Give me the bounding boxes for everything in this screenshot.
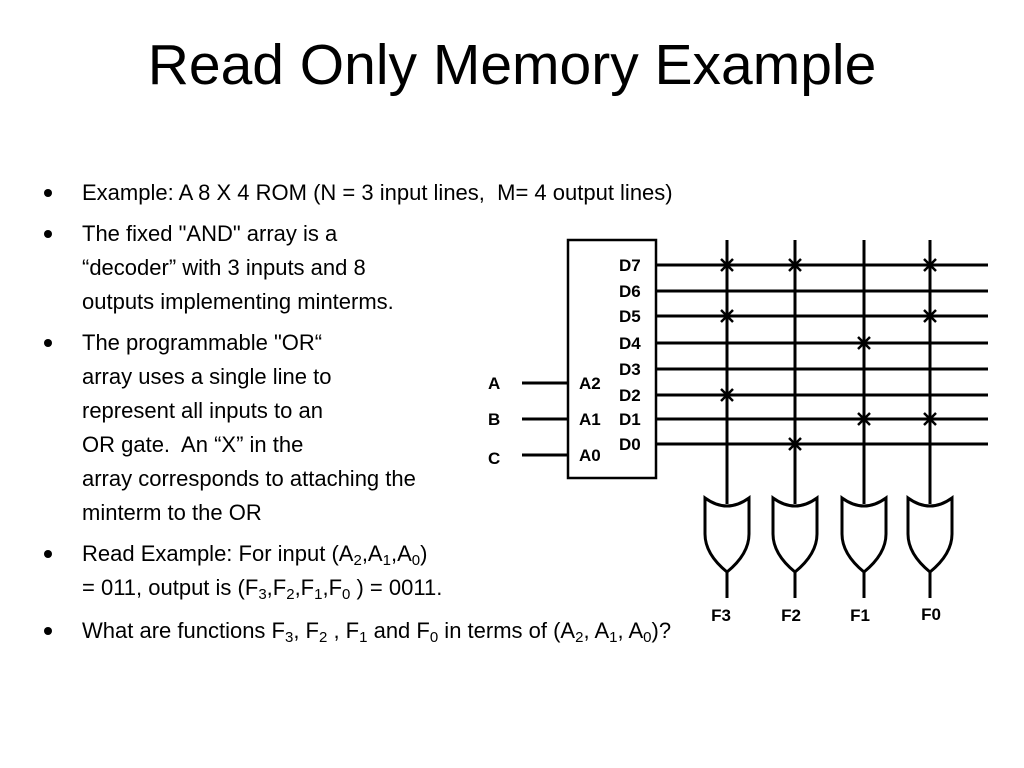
bullet-dot [44, 339, 52, 347]
bullet-3-line-3: represent all inputs to an [82, 398, 323, 423]
decoder-label-d7: D7 [619, 256, 641, 275]
bullet-dot [44, 230, 52, 238]
x-mark-d7-f2 [788, 258, 802, 272]
bullet-3-line-2: array uses a single line to [82, 364, 332, 389]
bullet-dot [44, 189, 52, 197]
decoder-label-d0: D0 [619, 435, 641, 454]
decoder-label-d4: D4 [619, 334, 641, 353]
bullet-dot [44, 550, 52, 558]
address-label-a2: A2 [579, 374, 601, 393]
wires [522, 238, 988, 504]
bullet-dot [44, 627, 52, 635]
output-label-f3: F3 [711, 606, 731, 625]
bullet-4-line-2: = 011, output is (F3,F2,F1,F0 ) = 0011. [82, 575, 443, 603]
or-gate-f1 [840, 495, 888, 574]
or-gate-f0 [906, 495, 954, 574]
x-mark-d5-f0 [923, 309, 937, 323]
decoder-label-d6: D6 [619, 282, 641, 301]
bullet-2-line-2: “decoder” with 3 inputs and 8 [82, 255, 366, 280]
bullet-1-line-1: Example: A 8 X 4 ROM (N = 3 input lines,… [82, 180, 673, 205]
bullet-3-line-1: The programmable "OR“ [82, 330, 323, 355]
bullet-3-line-4: OR gate. An “X” in the [82, 432, 304, 457]
x-mark-d1-f1 [857, 412, 871, 426]
x-mark-d5-f3 [720, 309, 734, 323]
output-label-f1: F1 [850, 606, 870, 625]
x-mark-d2-f3 [720, 388, 734, 402]
decoder-label-d1: D1 [619, 410, 641, 429]
bullet-2-line-1: The fixed "AND" array is a [82, 221, 338, 246]
x-mark-d4-f1 [857, 336, 871, 350]
address-label-a0: A0 [579, 446, 601, 465]
bullet-4-line-1: Read Example: For input (A2,A1,A0) [82, 541, 428, 569]
connection-marks [720, 258, 937, 451]
input-label-b: B [488, 410, 500, 429]
bullet-3-line-6: minterm to the OR [82, 500, 262, 525]
decoder-box [566, 238, 658, 480]
decoder-label-d3: D3 [619, 360, 641, 379]
bullet-3-line-5: array corresponds to attaching the [82, 466, 416, 491]
or-gate-f2 [771, 495, 819, 574]
or-gate-f3 [703, 495, 751, 574]
input-label-c: C [488, 449, 500, 468]
or-gates [703, 495, 954, 598]
output-label-f0: F0 [921, 605, 941, 624]
decoder-label-d2: D2 [619, 386, 641, 405]
bullet-2-line-3: outputs implementing minterms. [82, 289, 394, 314]
address-label-a1: A1 [579, 410, 601, 429]
x-mark-d7-f3 [720, 258, 734, 272]
decoder-label-d5: D5 [619, 307, 641, 326]
output-label-f2: F2 [781, 606, 801, 625]
page-title: Read Only Memory Example [147, 33, 877, 97]
x-mark-d0-f2 [788, 437, 802, 451]
x-mark-d7-f0 [923, 258, 937, 272]
input-label-a: A [488, 374, 500, 393]
x-mark-d1-f0 [923, 412, 937, 426]
bullet-5-line-1: What are functions F3, F2 , F1 and F0 in… [82, 618, 672, 646]
